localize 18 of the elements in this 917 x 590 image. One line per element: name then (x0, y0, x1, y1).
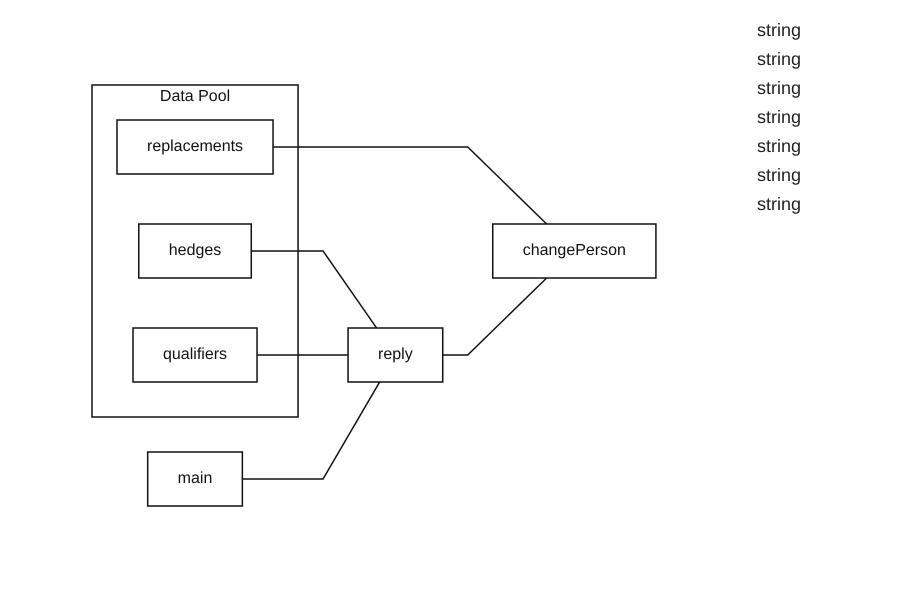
data-label: string (757, 136, 802, 157)
connector (250, 250, 377, 328)
data-label: string (757, 107, 802, 128)
node-box: main (146, 450, 243, 506)
connector (442, 276, 547, 356)
data-label: string (757, 78, 802, 99)
data-label: string (757, 49, 802, 70)
node-box: replacements (116, 118, 274, 174)
node-box: hedges (138, 222, 252, 278)
node-box: changePerson (492, 222, 656, 278)
connector (256, 354, 348, 356)
connector (272, 146, 547, 224)
data-label: string (757, 194, 802, 215)
node-box: reply (346, 326, 444, 382)
connector (242, 381, 380, 480)
data-label: string (757, 165, 802, 186)
node-box: qualifiers (132, 326, 258, 382)
data-label: string (757, 20, 802, 41)
